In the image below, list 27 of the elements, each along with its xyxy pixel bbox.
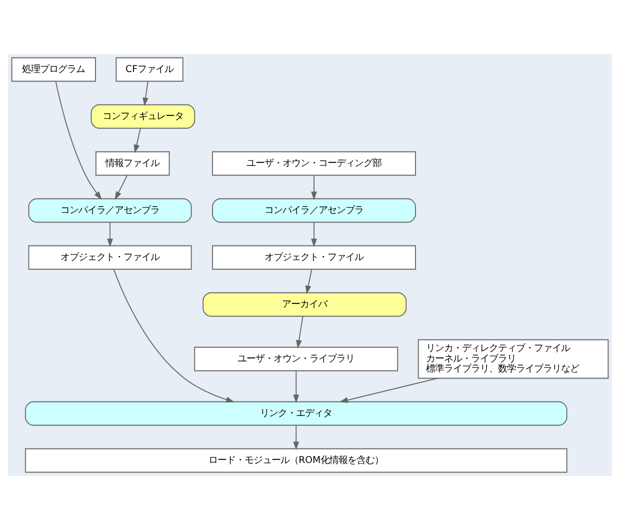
node-box: 情報ファイル [95, 151, 170, 176]
arrow [293, 370, 300, 404]
arrow [311, 174, 317, 200]
node-box: リンク・エディタ [24, 401, 568, 426]
arrow [311, 222, 317, 248]
arrow [142, 80, 148, 106]
node-box: コンパイラ／アセンブラ [212, 198, 416, 223]
node-box: 処理プログラム [11, 57, 96, 82]
arrow [339, 378, 438, 403]
node-box: ユーザ・オウン・ライブラリ [194, 346, 398, 372]
node-box: リンカ・ディレクティブ・ファイル カーネル・ライブラリ 標準ライブラリ、数学ライブラリなど [418, 339, 609, 379]
node-box: CFファイル [116, 57, 184, 82]
arrow [293, 424, 300, 450]
arrow [305, 268, 312, 294]
node-box: アーカイバ [202, 292, 407, 317]
node-box: コンパイラ／アセンブラ [28, 198, 192, 223]
node-box: オブジェクト・ファイル [212, 245, 416, 270]
arrow [113, 269, 234, 402]
node-box: オブジェクト・ファイル [28, 245, 192, 270]
arrow [134, 128, 141, 154]
node-box: コンフィギュレータ [90, 104, 196, 129]
arrow [55, 80, 102, 200]
node-box: ロード・モジュール（ROM化情報を含む） [24, 448, 568, 473]
node-box: ユーザ・オウン・コーディング部 [212, 151, 416, 176]
arrow [114, 174, 128, 200]
arrow [107, 222, 113, 248]
arrow [296, 316, 304, 349]
